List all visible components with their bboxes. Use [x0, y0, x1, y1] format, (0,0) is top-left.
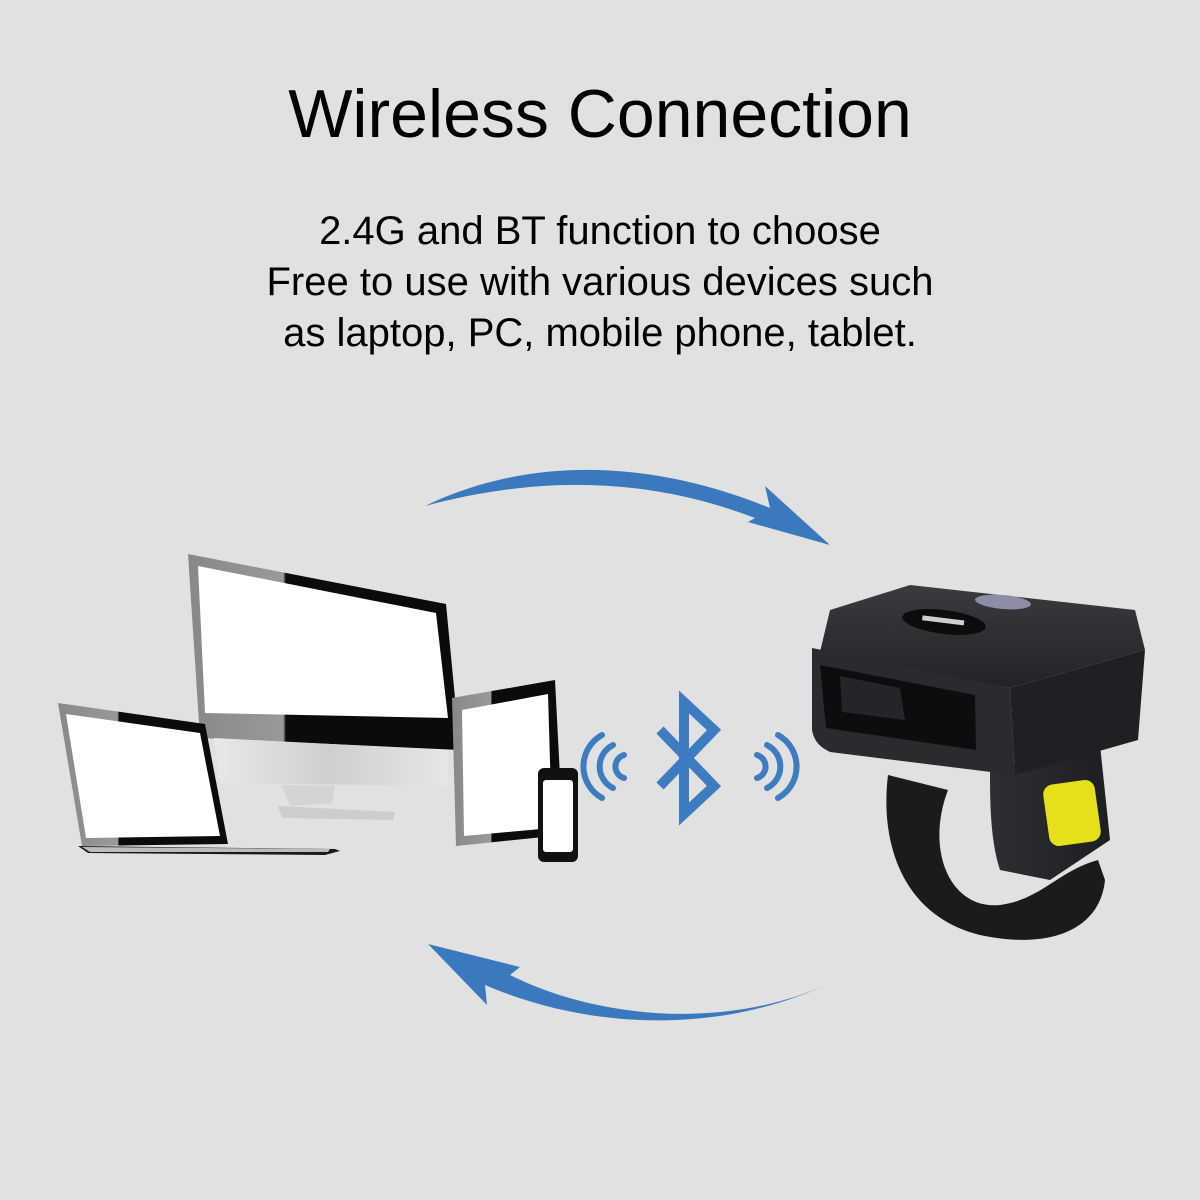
arrow-left-icon: [428, 944, 830, 1021]
description-line-1: 2.4G and BT function to choose: [319, 209, 881, 253]
tablet-icon: [452, 680, 563, 846]
description-line-2: Free to use with various devices such: [266, 260, 934, 304]
mobile-phone-icon: [538, 768, 578, 862]
desktop-monitor-icon: [188, 554, 460, 820]
arrow-right-icon: [425, 469, 830, 545]
signal-waves-right-icon: [754, 732, 800, 801]
description: 2.4G and BT function to choose Free to u…: [0, 206, 1200, 359]
trigger-button: [1043, 779, 1101, 847]
page-title: Wireless Connection: [288, 76, 912, 152]
laptop-icon: [58, 703, 340, 855]
signal-waves-left-icon: [580, 732, 627, 801]
ring-scanner-icon: [812, 585, 1145, 940]
description-line-3: as laptop, PC, mobile phone, tablet.: [283, 311, 917, 355]
bluetooth-icon: [656, 690, 722, 826]
